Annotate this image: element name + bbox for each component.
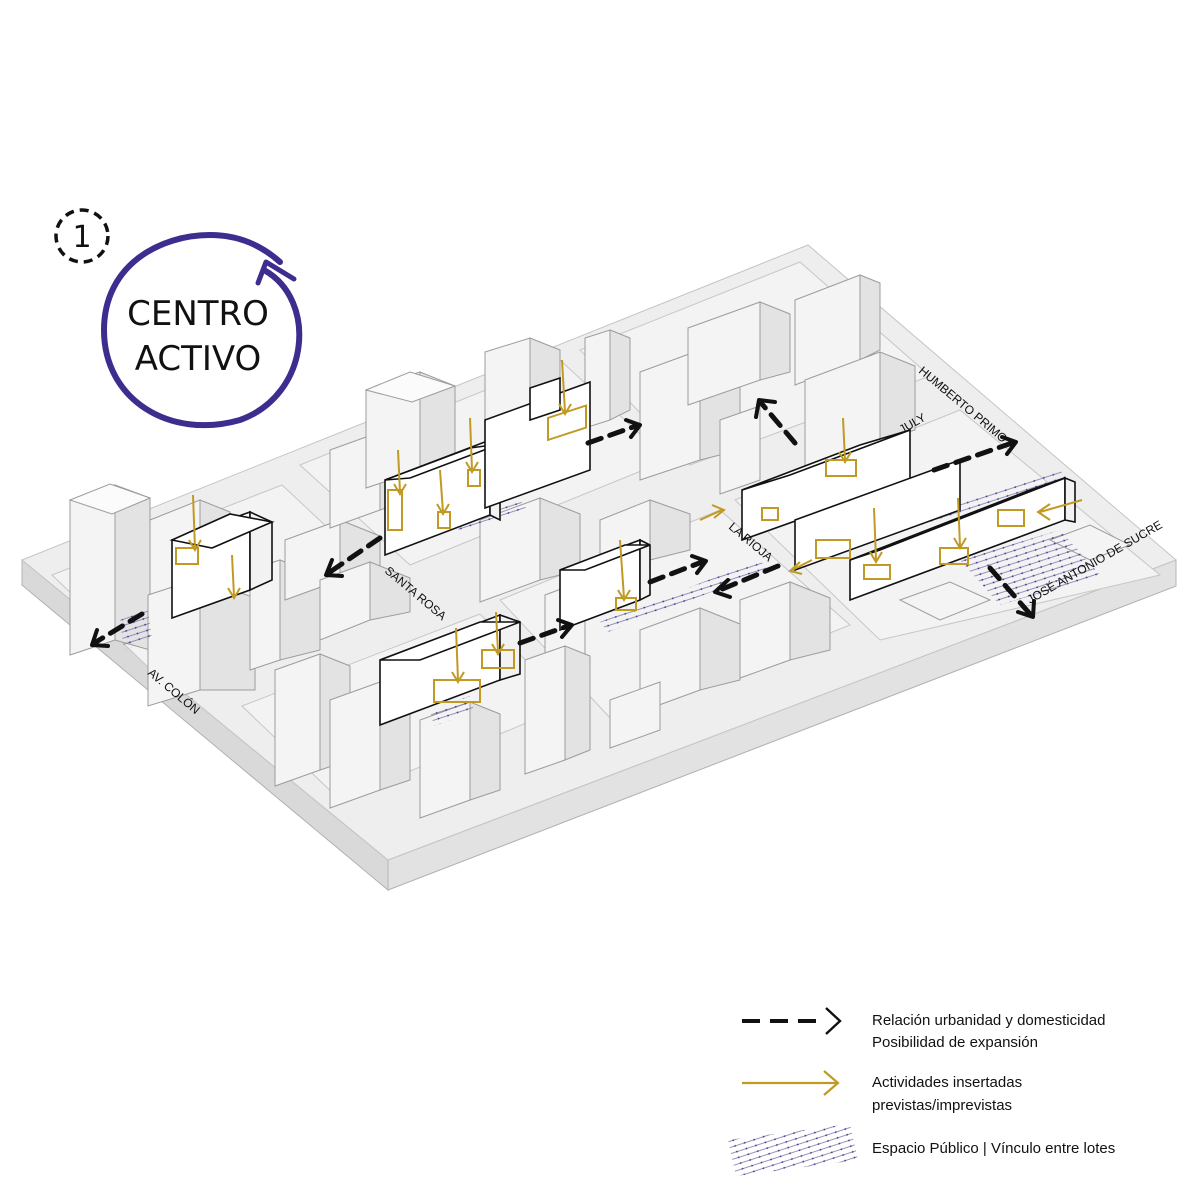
inserted-activities	[175, 359, 1083, 703]
svg-text:1: 1	[72, 220, 91, 255]
svg-text:Posibilidad de expansión: Posibilidad de expansión	[872, 1034, 1038, 1051]
gold-activity-arrows	[188, 359, 1083, 684]
centro-activo-title: CENTRO ACTIVO	[100, 231, 303, 429]
svg-text:Espacio Público | Vínculo entr: Espacio Público | Vínculo entre lotes	[872, 1140, 1115, 1157]
svg-text:Actividades insertadas: Actividades insertadas	[872, 1074, 1022, 1091]
legend-item-public-space: Espacio Público | Vínculo entre lotes	[728, 1124, 1115, 1176]
svg-text:CENTRO: CENTRO	[127, 294, 269, 334]
legend-item-expansion: Relación urbanidad y domesticidad Posibi…	[742, 1007, 1105, 1051]
svg-text:ACTIVO: ACTIVO	[135, 339, 262, 379]
expansion-arrows	[90, 398, 1036, 648]
intervention-buildings	[169, 376, 1076, 727]
legend-item-activities: Actividades insertadas previstas/imprevi…	[742, 1070, 1022, 1114]
legend: Relación urbanidad y domesticidad Posibi…	[728, 1007, 1115, 1176]
generic-buildings	[68, 274, 1132, 819]
step-number-badge: 1	[54, 208, 110, 264]
svg-text:Relación urbanidad y domestici: Relación urbanidad y domesticidad	[872, 1012, 1105, 1029]
svg-text:previstas/imprevistas: previstas/imprevistas	[872, 1097, 1012, 1114]
